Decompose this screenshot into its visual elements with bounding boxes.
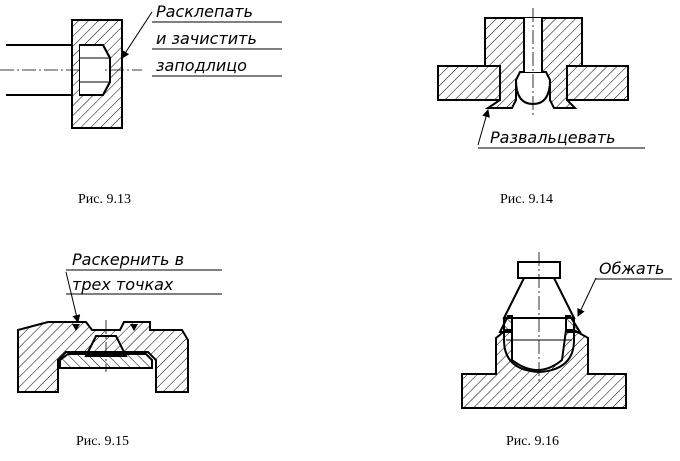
leader-arrow: [477, 109, 490, 146]
leader-arrow: [577, 277, 597, 317]
annotation-line-3: заподлицо: [156, 56, 247, 75]
figure-caption: Рис. 9.14: [500, 192, 553, 207]
housing-section: [17, 321, 189, 393]
annotation-line-1: Развальцевать: [490, 128, 616, 147]
stud-head: [517, 261, 561, 279]
annotation-line-1: Обжать: [599, 259, 664, 278]
rivet-bore: [80, 44, 111, 96]
crimped-edge-left: [498, 315, 513, 333]
plate-right: [566, 65, 629, 101]
leader-arrow: [121, 11, 153, 59]
leader-arrow: [65, 271, 81, 323]
annotation-line-2: и зачистить: [156, 29, 257, 48]
punch-mark: [72, 324, 80, 331]
figure-caption: Рис. 9.15: [76, 434, 129, 449]
figure-9-15: Раскернить в трех точках Рис. 9.15: [17, 250, 222, 449]
annotation-line-2: трех точках: [72, 275, 174, 294]
center-plug: [84, 335, 128, 357]
figure-9-14: Развальцевать Рис. 9.14: [437, 8, 645, 207]
figure-9-16: Обжать Рис. 9.16: [461, 252, 672, 449]
flared-edge: [515, 79, 551, 106]
annotation-line-1: Раскернить в: [72, 250, 184, 269]
figure-caption: Рис. 9.16: [506, 434, 559, 449]
base-section: [461, 329, 627, 409]
figure-9-13: Расклепать и зачистить заподлицо Рис. 9.…: [0, 2, 282, 207]
crimped-edge-right: [565, 315, 582, 333]
figure-caption: Рис. 9.13: [78, 192, 131, 207]
punch-mark: [130, 324, 138, 331]
plate-left: [437, 65, 501, 101]
annotation-line-1: Расклепать: [156, 2, 253, 21]
